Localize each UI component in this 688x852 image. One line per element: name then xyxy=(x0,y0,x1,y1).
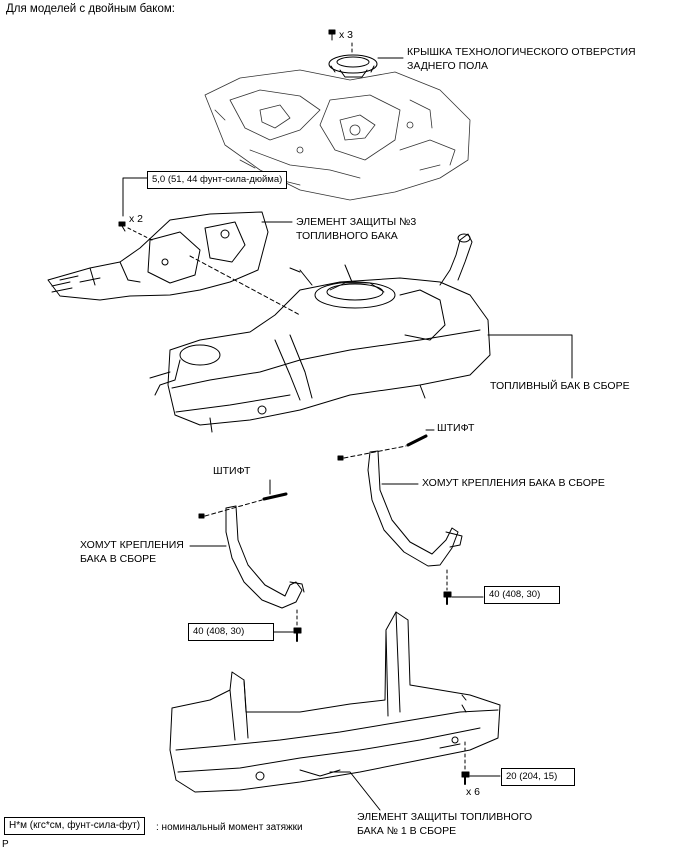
figure-code: P xyxy=(2,839,9,850)
cover-quantity: x 3 xyxy=(339,29,354,41)
label-band-right: ХОМУТ КРЕПЛЕНИЯ БАКА В СБОРЕ xyxy=(422,477,605,489)
pin-right-part xyxy=(337,434,428,461)
label-fuel-tank: ТОПЛИВНЫЙ БАК В СБОРЕ xyxy=(490,380,630,392)
torque-box-band-right: 40 (408, 30) xyxy=(484,586,560,604)
floor-hole-cover-part xyxy=(328,40,378,78)
legend-torque-unit-box: Н*м (кгс*см, фунт-сила-фут) xyxy=(4,817,146,835)
label-band-left-line1: ХОМУТ КРЕПЛЕНИЯ xyxy=(80,539,184,551)
band-right-bolt-icon xyxy=(443,591,452,605)
pin-left-part xyxy=(198,492,288,519)
label-floor-cover-line2: ЗАДНЕГО ПОЛА xyxy=(407,60,489,72)
protector1-quantity: x 6 xyxy=(466,786,481,798)
leader-protector1 xyxy=(329,771,381,811)
leader-tank xyxy=(487,334,573,379)
protector3-quantity: x 2 xyxy=(129,213,144,225)
torque-box-protector1: 20 (204, 15) xyxy=(501,768,575,786)
label-pin-left: ШТИФТ xyxy=(213,465,251,477)
band-left-bolt-icon xyxy=(293,627,302,642)
label-band-left-line2: БАКА В СБОРЕ xyxy=(80,553,157,565)
cover-bolt-icon xyxy=(328,29,336,41)
protector3-bolt-icon xyxy=(118,221,126,232)
label-protector3-line2: ТОПЛИВНОГО БАКА xyxy=(296,230,398,242)
label-pin-right: ШТИФТ xyxy=(437,422,475,434)
label-floor-cover-line1: КРЫШКА ТЕХНОЛОГИЧЕСКОГО ОТВЕРСТИЯ xyxy=(407,46,636,58)
torque-box-protector3: 5,0 (51, 44 фунт-сила-дюйма) xyxy=(147,171,288,189)
fuel-tank-assembly-part xyxy=(149,233,491,433)
legend-description: : номинальный момент затяжки xyxy=(156,822,303,833)
fuel-tank-protector-no3-part xyxy=(47,211,301,316)
label-protector1-line2: БАКА № 1 В СБОРЕ xyxy=(357,825,457,837)
page-title: Для моделей с двойным баком: xyxy=(6,3,175,15)
label-protector3-line1: ЭЛЕМЕНТ ЗАЩИТЫ №3 xyxy=(296,216,417,228)
fuel-tank-band-right-part xyxy=(367,450,463,591)
leader-protector3-torque xyxy=(122,177,149,217)
fuel-tank-band-left-part xyxy=(225,505,305,627)
label-protector1-line1: ЭЛЕМЕНТ ЗАЩИТЫ ТОПЛИВНОГО xyxy=(357,811,533,823)
protector1-bolt-icon xyxy=(461,771,470,785)
torque-box-band-left: 40 (408, 30) xyxy=(188,623,274,641)
